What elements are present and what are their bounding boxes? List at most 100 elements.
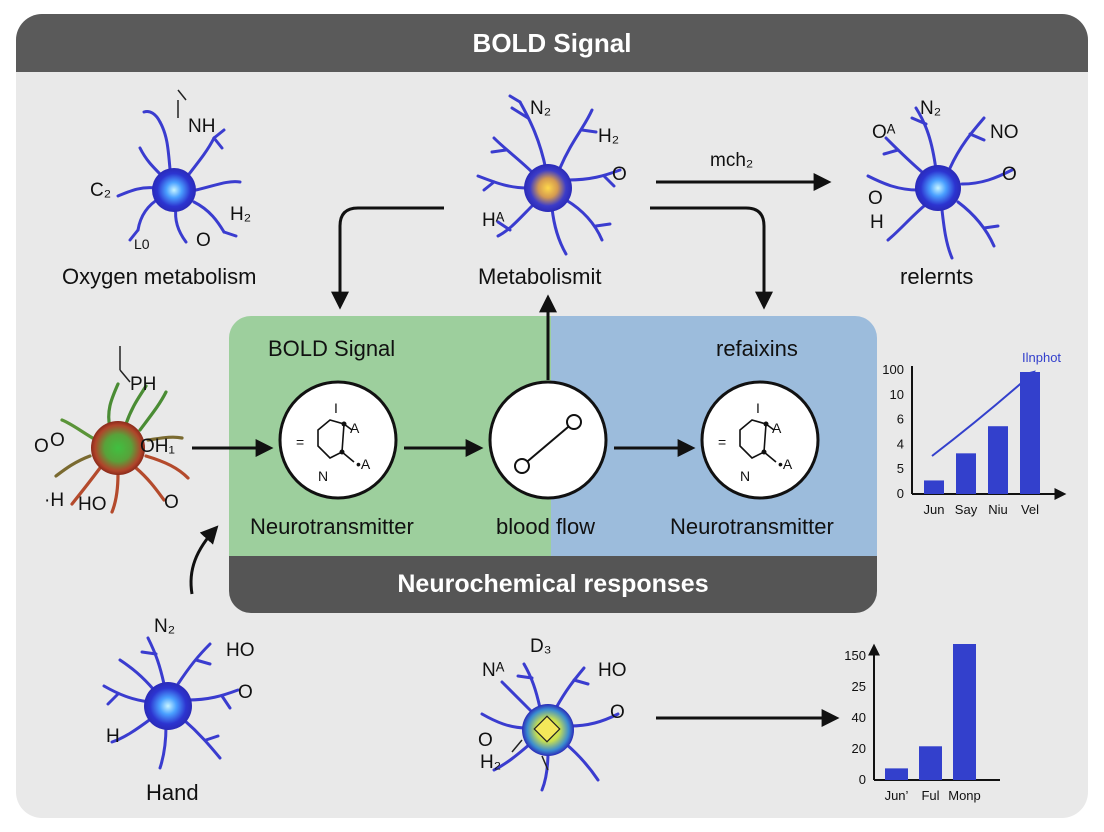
circle-1-symbol-a: A [350,420,360,436]
chart1-x-tick-1: Say [955,502,978,517]
circle-3-symbol-a2: •A [778,456,793,472]
circle-3-label: Neurotransmitter [670,514,834,539]
label-bc-o-left: O [478,730,493,751]
page-title: BOLD Signal [472,28,632,58]
label-bl-ho: HO [226,640,255,661]
chart1-y-tick-3: 6 [897,412,904,427]
flow-arrows [189,173,840,727]
circle-1-symbol-n: N [318,468,329,484]
chart2-bar-1 [919,746,942,780]
chart1-y-tick-5: 100 [882,362,904,377]
panel-circle-3 [700,380,820,500]
chart2-x-tick-2: Monp [948,788,981,803]
label-tl-nh: NH [188,116,216,137]
caption-hand: Hand [146,780,199,805]
chart1-y-tick-0: 0 [897,486,904,501]
circle-1-symbol-i: I [334,400,338,416]
neuron-bottom-center [480,662,620,792]
arrow-curve-up [189,525,219,595]
circle-1-label: Neurotransmitter [250,514,414,539]
label-bl-h: H [106,726,120,747]
chart2-y-tick-4: 150 [844,648,866,663]
chart-2: 0 20 40 25 150 Jun’ Ful Monp [844,643,1000,803]
label-tl-c2: C₂ [90,180,112,201]
label-bl-o: O [238,682,253,703]
chart1-y-tick-1: 5 [897,461,904,476]
panel-footer-label: Neurochemical responses [397,570,709,598]
chart1-bar-2 [988,426,1008,494]
circle-1-symbol-a2: •A [356,456,371,472]
chart1-bar-3 [1020,372,1040,494]
circle-3-symbol-a: A [772,420,782,436]
panel-circle-1 [278,380,398,500]
circle-2-label: blood flow [496,514,596,539]
label-bc-o-right: O [610,702,625,723]
label-tr-n2: N₂ [920,98,942,119]
chart1-y-tick-2: 4 [897,436,904,451]
panel-green-title: BOLD Signal [268,336,396,361]
chart-1-trend-arrow [931,370,1036,457]
chart2-y-tick-0: 0 [859,772,866,787]
label-bc-ho: HO [598,660,627,681]
chart1-x-tick-3: Vel [1021,502,1039,517]
neuron-top-right [866,106,1014,260]
label-tr-no: NO [990,122,1019,143]
label-bl-n2: N₂ [154,616,176,637]
circle-3-symbol-eq: = [718,434,727,450]
chart1-bar-0 [924,480,944,494]
chart1-x-tick-0: Jun [924,502,945,517]
chart2-x-tick-0: Jun’ [885,788,909,803]
label-ml-h: ·H [44,490,65,511]
label-tc-ha: Hᴬ [482,210,505,231]
arrow-metabolism-to-panel [331,206,444,310]
neuron-bottom-left [102,636,240,770]
chart-1: Ilnphot 0 5 4 6 10 100 Jun Say Niu Vel [882,350,1067,517]
chart2-y-tick-1: 20 [852,741,866,756]
chart1-bar-1 [956,453,976,494]
label-tc-o: O [612,164,627,185]
label-tc-n2: N₂ [530,98,552,119]
chart1-y-tick-4: 10 [890,387,904,402]
label-tr-h: H [870,212,884,233]
label-ml-o-b: O [50,430,65,451]
chart2-bar-2 [953,644,976,780]
circle-3-symbol-n: N [740,468,751,484]
caption-relernts: relernts [900,264,974,289]
label-tc-h2: H₂ [598,126,620,147]
label-ml-o-a: O [34,436,49,457]
label-ml-ho: HO [78,494,107,515]
label-tl-l0: L0 [134,236,150,252]
title-bar [16,14,1088,72]
chart2-x-tick-1: Ful [921,788,939,803]
label-tl-o: O [196,230,211,251]
panel-circle-2 [488,380,608,500]
label-bc-h2: H₂ [480,752,502,773]
chart-1-annotation: Ilnphot [1022,350,1061,365]
caption-metabolismit: Metabolismit [478,264,602,289]
chart2-y-tick-3: 25 [852,679,866,694]
diagram-frame: BOLD Signal [16,14,1088,818]
circle-1-symbol-eq: = [296,434,305,450]
label-bc-d3: D₃ [530,636,552,657]
label-arrow-mch2: mch₂ [710,150,754,171]
label-bc-na: Nᴬ [482,660,505,681]
panel-blue-title: refaixins [716,336,798,361]
label-ml-ph: PH [130,374,157,395]
neuron-top-left [116,89,242,244]
arrow-metabolism-to-blue [650,206,773,310]
label-tr-o-left: O [868,188,883,209]
label-tl-h2: H₂ [230,204,252,225]
label-ml-o-c: O [164,492,179,513]
label-tr-oa: Oᴬ [872,122,896,143]
caption-oxygen-metabolism: Oxygen metabolism [62,264,257,289]
neuron-mid-left [54,346,190,514]
chart1-x-tick-2: Niu [988,502,1008,517]
chart2-y-tick-2: 40 [852,710,866,725]
circle-3-symbol-i: I [756,400,760,416]
panel-footer-bar [229,556,877,613]
label-tr-o-right: O [1002,164,1017,185]
chart2-bar-0 [885,768,908,780]
neuron-top-center [476,94,622,256]
label-ml-oh1: OH₁ [140,436,175,457]
